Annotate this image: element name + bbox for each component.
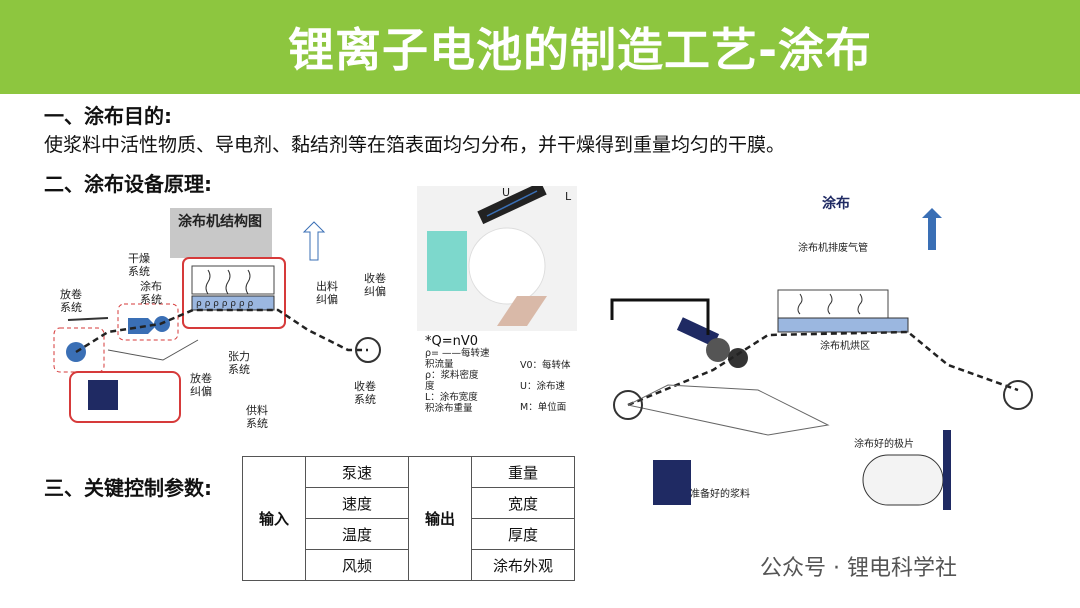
output-param: 宽度: [471, 487, 575, 519]
legend-line: 积流量: [425, 359, 454, 370]
formula-legend: ρ= ——每转速 积流量 ρ：浆料密度 度 L：涂布宽度 积涂布重量: [425, 348, 585, 414]
process-web: [627, 330, 1019, 407]
feed-line: [67, 317, 109, 321]
legend-right-line: U：涂布速: [520, 381, 565, 392]
u-label: U: [502, 186, 511, 199]
tension-label: 张力 系统: [228, 350, 250, 376]
lower-web: [107, 339, 199, 361]
feed-label: 供料 系统: [246, 404, 268, 430]
control-params-table: 输入 泵速 输出 重量 速度 宽度 温度 厚度 风频 涂布外观: [242, 456, 575, 581]
input-param: 温度: [305, 518, 409, 550]
coater-box: [117, 303, 179, 341]
legend-line: 积涂布重量: [425, 403, 473, 414]
dry-label: 干燥 系统: [128, 252, 150, 278]
page-title: 锂离子电池的制造工艺-涂布: [287, 23, 873, 77]
coater-structure-svg: [53, 208, 381, 423]
coating-head-svg: [427, 181, 547, 326]
input-param: 泵速: [305, 456, 409, 488]
slurry-pipe: [610, 298, 710, 335]
section2-heading: 二、涂布设备原理:: [44, 172, 212, 196]
input-label: 输入: [242, 456, 306, 581]
legend-line: L：涂布宽度: [425, 392, 478, 403]
rewind-reel: [1003, 380, 1033, 410]
watermark: 公众号 · 锂电科学社: [760, 556, 957, 581]
output-param: 厚度: [471, 518, 575, 550]
unwind-correct-label: 放卷 纠偏: [190, 372, 212, 398]
l-label: L: [565, 190, 572, 203]
unwind-label: 放卷 系统: [60, 288, 82, 314]
lower-process-web: [627, 384, 830, 436]
coated-film: [497, 296, 547, 326]
heat-waves: [205, 269, 251, 295]
coating-head-illustration: U L: [417, 181, 577, 331]
slot-die: [427, 231, 467, 291]
output-param: 重量: [471, 456, 575, 488]
output-label: 输出: [408, 456, 472, 581]
backing-roll: [468, 227, 546, 305]
caption-label: 涂布机结构图: [178, 214, 262, 230]
formula-legend-right: V0：每转体 U：涂布速 M：单位面: [520, 360, 580, 413]
slurry-label: 准备好的浆料: [690, 489, 750, 500]
rewind-correct-label: 收卷 纠偏: [364, 272, 386, 298]
oven-hood: [777, 289, 889, 319]
feed-box: [69, 371, 181, 423]
rewind-roll: [355, 337, 381, 363]
legend-line: 度: [425, 381, 435, 392]
exhaust-label: 涂布机排废气管: [798, 243, 868, 254]
coat-die: [676, 317, 720, 347]
u-arrow: [486, 190, 538, 217]
unwind-reel: [613, 390, 643, 420]
outlet-label: 出料 纠偏: [316, 280, 338, 306]
coat-label: 涂布 系统: [140, 280, 162, 306]
legend-line: ρ：浆料密度: [425, 370, 479, 381]
legend-right-line: V0：每转体: [520, 360, 571, 371]
oven-zone: [777, 317, 909, 333]
output-param: 涂布外观: [471, 549, 575, 581]
coater-process-svg: [610, 208, 1033, 510]
roll-label: 涂布好的极片: [854, 439, 914, 450]
oven-waves: [797, 293, 863, 315]
formula: *Q=nV0: [425, 334, 479, 349]
feed-tank: [88, 380, 118, 410]
web-path: [75, 308, 368, 354]
legend-right-line: M：单位面: [520, 402, 567, 413]
pp-label: ρ ρ ρ ρ ρ ρ ρ: [196, 299, 254, 309]
section3-heading: 三、关键控制参数:: [44, 476, 212, 500]
electrode-roll: [862, 454, 944, 506]
section1-text: 使浆料中活性物质、导电剂、黏结剂等在箔表面均匀分布，并干燥得到重量均匀的干膜。: [44, 134, 786, 156]
oven-row: [191, 295, 275, 311]
legend-line: ρ= ——每转速: [425, 348, 490, 359]
coat-roll-1: [706, 338, 730, 362]
input-param: 速度: [305, 487, 409, 519]
process-title: 涂布: [822, 196, 850, 212]
coater-structure-diagram: 涂布机结构图 干燥 系统 涂布 系统 放卷 系统 出料 纠偏 收卷 纠偏 张力 …: [48, 200, 418, 430]
title-banner: 锂离子电池的制造工艺-涂布: [0, 0, 1080, 94]
dryer-hood: [191, 265, 275, 295]
exhaust-pipe-arrow: [922, 208, 942, 250]
roll-stand: [943, 430, 951, 510]
exhaust-arrow: [302, 221, 326, 261]
caption-box: [170, 208, 272, 258]
dryer-box: [182, 257, 286, 329]
rewind-label: 收卷 系统: [354, 380, 376, 406]
slurry-tank: [653, 460, 691, 505]
coat-roll-2: [728, 348, 748, 368]
section1-heading: 一、涂布目的:: [44, 104, 172, 128]
coater-process-diagram: 涂布 涂布机排废气管 涂布机烘区 准备好的浆料 涂布好的极片: [608, 190, 1048, 525]
oven-label: 涂布机烘区: [820, 341, 870, 352]
input-param: 风频: [305, 549, 409, 581]
